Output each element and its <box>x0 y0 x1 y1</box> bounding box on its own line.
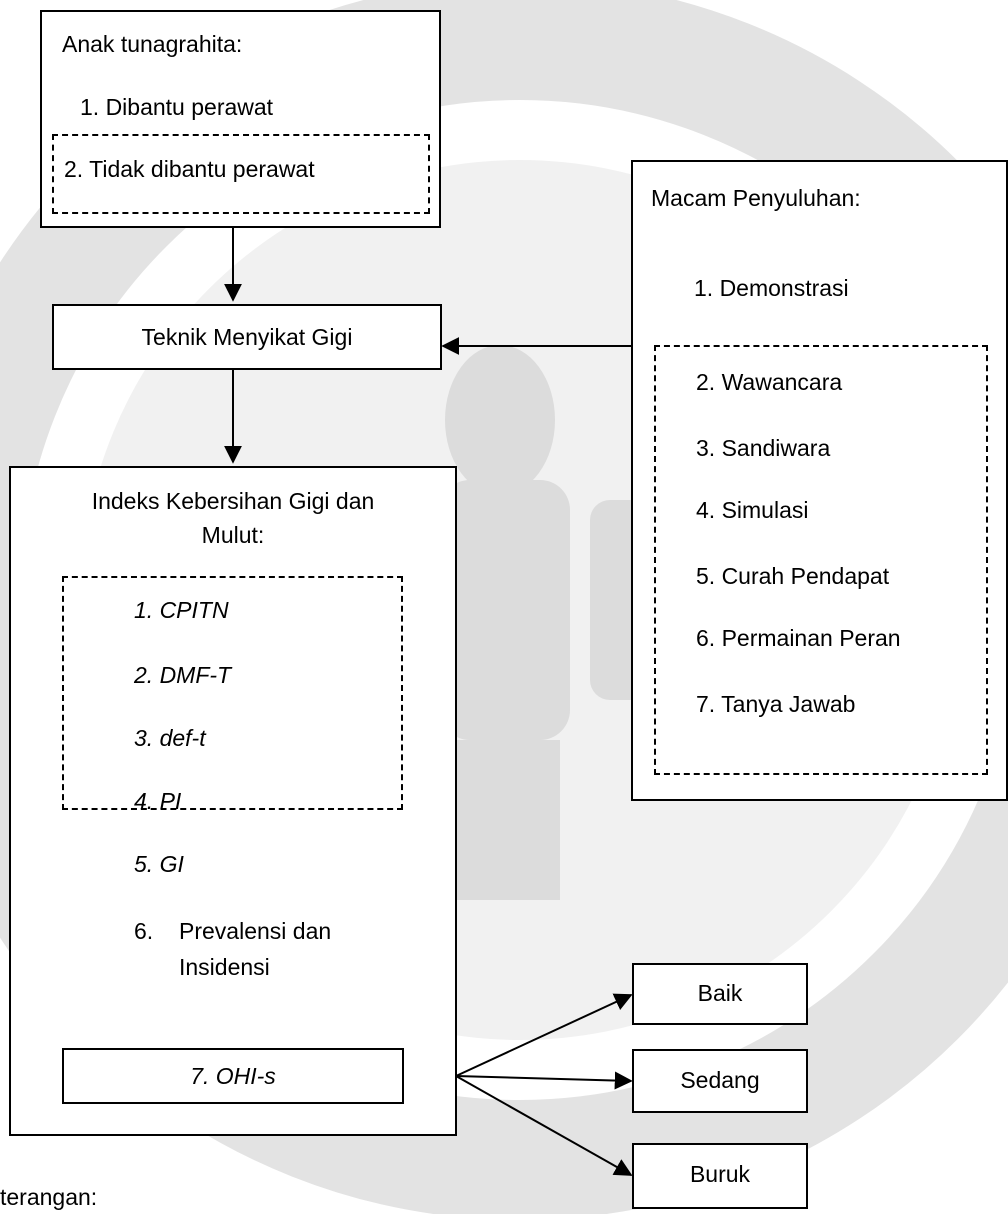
sedang-box <box>632 1049 808 1113</box>
arrow-ohis-to-sedang <box>455 1071 633 1090</box>
baik-label: Baik <box>697 980 743 1006</box>
penyuluhan-item-2: 2. Wawancara <box>696 369 843 395</box>
indeks-dashed-group-full <box>62 576 403 810</box>
indeks-item-2: 2. DMF-T <box>134 662 232 688</box>
baik-box <box>632 963 808 1025</box>
penyuluhan-dashed-group <box>654 345 988 775</box>
arrow-ohis-to-baik <box>455 993 633 1077</box>
anak-item-1: 1. Dibantu perawat <box>80 94 274 120</box>
anak-item-2: 2. Tidak dibantu perawat <box>64 156 315 182</box>
indeks-item-6-line2: Insidensi <box>179 954 270 980</box>
indeks-dashed-group <box>62 576 403 810</box>
anak-tunagrahita-box <box>40 10 441 228</box>
indeks-title-line2: Mulut: <box>201 522 265 548</box>
teknik-menyikat-gigi-box <box>52 304 442 370</box>
penyuluhan-item-7: 7. Tanya Jawab <box>696 691 856 717</box>
indeks-item-6-line1: Prevalensi dan <box>179 918 332 944</box>
anak-item-2-dashed-box <box>52 134 430 214</box>
indeks-item-3: 3. def-t <box>134 725 206 751</box>
penyuluhan-item-3: 3. Sandiwara <box>696 435 831 461</box>
macam-penyuluhan-box <box>631 160 1008 801</box>
penyuluhan-item-4: 4. Simulasi <box>696 497 809 523</box>
buruk-box <box>632 1143 808 1209</box>
indeks-item-1: 1. CPITN <box>134 597 229 623</box>
ohis-box <box>62 1048 404 1104</box>
indeks-item-5: 5. GI <box>134 851 184 877</box>
indeks-item-6-number: 6. <box>134 918 154 944</box>
macam-penyuluhan-title: Macam Penyuluhan: <box>651 185 861 211</box>
ohis-label: 7. OHI-s <box>190 1063 276 1089</box>
penyuluhan-item-1: 1. Demonstrasi <box>694 275 849 301</box>
buruk-label: Buruk <box>689 1161 751 1187</box>
penyuluhan-item-6: 6. Permainan Peran <box>696 625 901 651</box>
indeks-title-line1: Indeks Kebersihan Gigi dan <box>91 488 375 514</box>
penyuluhan-item-5: 5. Curah Pendapat <box>696 563 890 589</box>
keterangan-label: terangan: <box>0 1184 98 1210</box>
sedang-label: Sedang <box>680 1067 760 1093</box>
teknik-menyikat-gigi-label: Teknik Menyikat Gigi <box>141 324 353 350</box>
indeks-item-4: 4. PI <box>134 788 182 814</box>
arrow-ohis-to-buruk <box>455 1075 633 1176</box>
anak-tunagrahita-title: Anak tunagrahita: <box>62 31 243 57</box>
